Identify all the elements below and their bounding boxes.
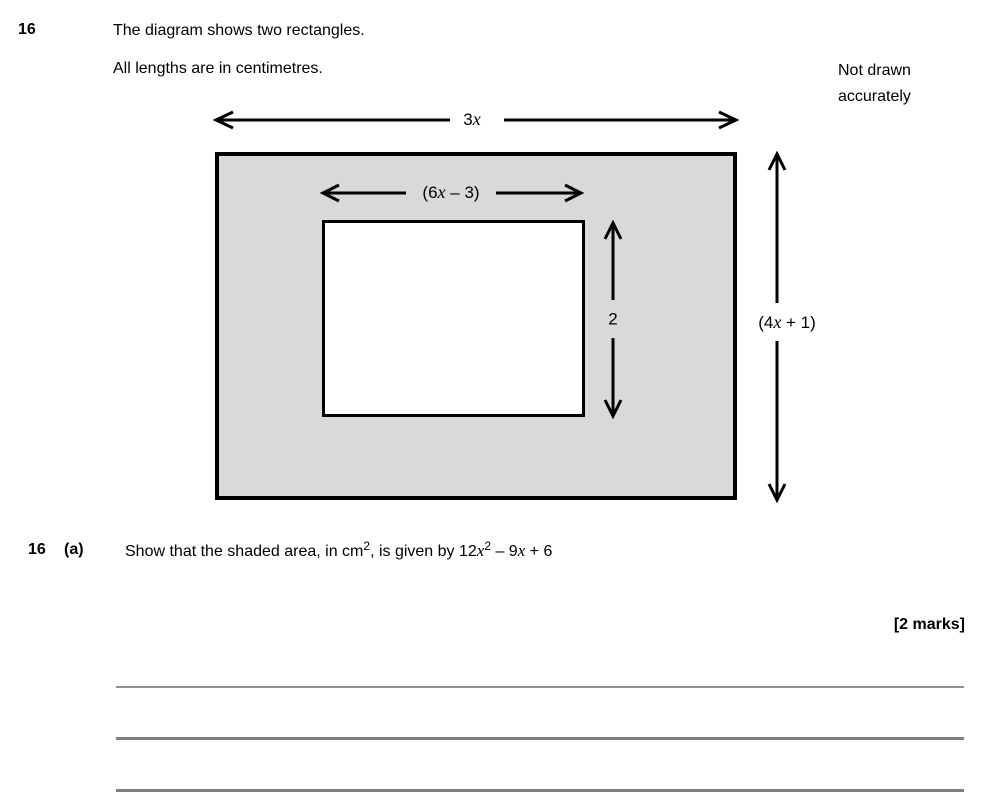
not-drawn-note-line1: Not drawn (838, 62, 911, 79)
inner-height-arrow (603, 219, 623, 420)
answer-line-1 (116, 686, 964, 688)
arrowhead-right-icon (564, 183, 585, 203)
diagram-canvas (212, 110, 787, 504)
outer-width-arrow (212, 110, 740, 130)
superscript-2: 2 (484, 539, 492, 553)
intro-line-1: The diagram shows two rectangles. (113, 22, 365, 39)
arrowhead-down-icon (767, 483, 787, 504)
outer-height-label: (4x + 1) (758, 311, 816, 332)
outer-height-arrow (767, 150, 787, 504)
answer-line-3 (116, 789, 964, 792)
not-drawn-note-line2: accurately (838, 88, 911, 105)
rectangles-diagram: 3x (6x – 3) 2 (4x + 1) (212, 108, 816, 504)
arrowhead-up-icon (767, 150, 787, 171)
marks-badge: [2 marks] (893, 616, 965, 633)
not-drawn-note: Not drawn accurately (838, 58, 911, 110)
part-a-statement: Show that the shaded area, in cm2, is gi… (125, 539, 553, 560)
answer-line-2 (116, 737, 964, 740)
inner-rectangle (322, 220, 585, 417)
intro-line-2: All lengths are in centimetres. (113, 60, 323, 77)
arrowhead-down-icon (603, 399, 623, 420)
superscript-2: 2 (363, 539, 371, 553)
part-a-question-number: 16 (28, 541, 46, 558)
arrowhead-left-icon (212, 110, 234, 130)
inner-width-label: (6x – 3) (422, 181, 480, 202)
part-a-letter: (a) (64, 541, 84, 558)
question-number: 16 (18, 21, 36, 38)
arrowhead-right-icon (718, 110, 740, 130)
arrowhead-left-icon (319, 183, 340, 203)
inner-width-arrow (319, 183, 585, 203)
outer-width-label: 3x (463, 108, 481, 129)
arrowhead-up-icon (603, 219, 623, 240)
inner-height-label: 2 (608, 309, 618, 329)
